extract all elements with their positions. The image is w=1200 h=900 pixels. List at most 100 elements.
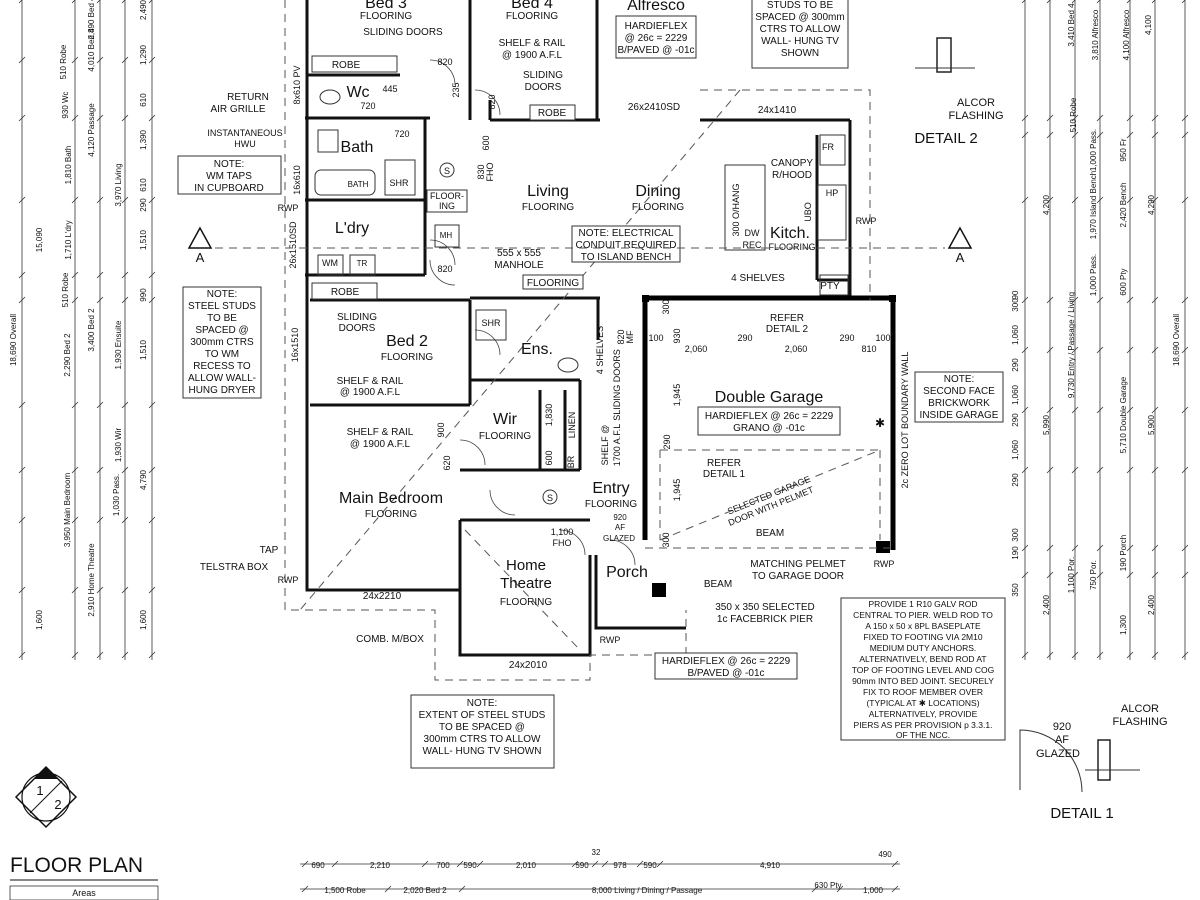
dim-label-left-col: 2,490 (139, 0, 148, 20)
note-line: TO ISLAND BENCH (581, 252, 671, 263)
title-block: 1 2 FLOOR PLAN Areas (9, 765, 159, 900)
dim-label-left: 1,810 Bath (64, 146, 73, 185)
dim-label-left-col: 1,390 (139, 129, 148, 150)
dim-label-left-col: 990 (139, 288, 148, 302)
dim-label-right: 4,200 (1042, 194, 1051, 215)
dim-text: 100 (648, 333, 663, 343)
sliding-doors-label: SLIDING DOORS (363, 27, 443, 38)
fridge-label: FR (822, 142, 834, 152)
note-line: ALTERNATIVELY, PROVIDE (869, 709, 978, 719)
cooktop-icon (817, 184, 847, 241)
note-line: OF THE NCC. (896, 730, 950, 740)
dim-text: 1,830 (544, 404, 554, 427)
dim-label-left: 4,120 Passage (87, 103, 96, 157)
flooring-box-text: ING (439, 201, 455, 211)
boundary-wall-label: 2c ZERO LOT BOUNDARY WALL (900, 352, 910, 489)
note-box-theatre-studs (410, 694, 555, 769)
rwp-label: RWP (600, 635, 621, 645)
detail-text: ALCOR (957, 97, 995, 109)
note-line: PROVIDE 1 R10 GALV ROD (869, 599, 978, 609)
shelf-rail-afl-label: @ 1900 A.F.L (502, 50, 563, 61)
manhole-label: MH (440, 231, 453, 240)
note-pier-provision: PROVIDE 1 R10 GALV ROD CENTRAL TO PIER. … (852, 599, 994, 740)
fixtures (314, 89, 849, 505)
note-box-steel-studs-wm (182, 286, 262, 399)
sliding-label: SLIDING (337, 312, 377, 323)
pantry-label: PTY (820, 281, 840, 292)
dim-text: 620 (442, 455, 452, 470)
room-ensuite: Ens. (521, 341, 553, 358)
flooring-label: FLOORING (500, 597, 552, 608)
window-label: 24x2210 (363, 591, 402, 602)
linen-label: LINEN (567, 412, 577, 439)
dim-label-right: 18,690 Overall (1172, 314, 1181, 366)
fho-label: FHO (485, 163, 495, 182)
detail-1: 920 AF GLAZED ALCOR FLASHING DETAIL 1 (1019, 703, 1168, 822)
dim-label-bottom: 978 (613, 861, 627, 870)
dim-text: 900 (436, 422, 446, 437)
note-line: TOP OF FOOTING LEVEL AND COG (852, 665, 994, 675)
dim-label-bottom: 1,000 (863, 886, 884, 895)
shower-label: SHR (389, 178, 409, 188)
dim-label-right: 2,400 (1147, 594, 1156, 615)
dim-text: 300 (661, 532, 671, 547)
dim-text: 1,945 (672, 384, 682, 407)
window-label: 8x610 PV (292, 65, 302, 104)
shower-label: SHR (481, 318, 501, 328)
canopy-label: CANOPY (771, 158, 814, 169)
dim-label-right-col: 1,060 (1011, 384, 1020, 405)
garage-spec-box (697, 406, 841, 436)
refer-detail-label: REFER (707, 458, 741, 469)
dim-label-bottom: 590 (643, 861, 657, 870)
detail-1-title: DETAIL 1 (1050, 805, 1113, 822)
dim-label-left: 2,890 Bed 4 (87, 0, 96, 40)
dim-label-right: 750 Por. (1089, 560, 1098, 590)
dim-label-left: 18,690 Overall (9, 314, 18, 366)
note-line: STUDS TO BE (767, 0, 834, 11)
note-line: NOTE: (467, 698, 498, 709)
dim-text: 930 (672, 328, 682, 343)
shelf-rail-label: SHELF & RAIL (499, 38, 566, 49)
canopy-label: R/HOOD (772, 170, 812, 181)
fho-label: FHO (553, 538, 572, 548)
dim-text: 820 (437, 57, 452, 67)
marker-number: 1 (36, 783, 43, 798)
dim-label-left: 3,970 Living (114, 163, 123, 206)
dim-label-right: 5,990 (1042, 414, 1051, 435)
spec-text: @ 26c = 2229 (625, 33, 688, 44)
note-theatre-studs: NOTE: EXTENT OF STEEL STUDS TO BE SPACED… (419, 698, 546, 757)
dim-label-left: 4,010 Bed 4 (87, 28, 96, 72)
glazed-door-label: GLAZED (603, 534, 635, 543)
dim-text: 290 (737, 333, 752, 343)
flooring-label: FLOORING (768, 242, 815, 252)
flooring-label: FLOORING (506, 11, 558, 22)
room-bed4: Bed 4 (511, 0, 553, 12)
dim-label-left: 510 Robe (59, 44, 68, 79)
rwp-label: RWP (278, 575, 299, 585)
detail-text: FLASHING (948, 110, 1003, 122)
spec-text: B/PAVED @ -01c (617, 45, 694, 56)
dim-label-right-col: 1,060 (1011, 324, 1020, 345)
note-line: NOTE: (207, 289, 238, 300)
note-line: ALTERNATIVELY, BEND ROD AT (859, 654, 986, 664)
dim-label-right: 950 Fr (1119, 138, 1128, 161)
dim-label-left: 930 Wc (61, 91, 70, 118)
shelf-label: 1700 A.F.L (612, 424, 622, 467)
dim-label-left-col: 1,510 (139, 339, 148, 360)
pier-label: 350 x 350 SELECTED (715, 602, 815, 613)
detail-text: ALCOR (1121, 703, 1159, 715)
note-line: 300mm CTRS TO ALLOW (424, 734, 541, 745)
recycling-label: REC (742, 240, 762, 250)
note-line: CTRS TO ALLOW (760, 24, 841, 35)
detail-text: AF (1055, 734, 1069, 746)
hwu-label: INSTANTANEOUS (207, 128, 282, 138)
note-line: RECESS TO (193, 361, 251, 372)
dim-label-bottom: 1,500 Robe (324, 886, 366, 895)
dim-label-right-col: 1,060 (1011, 439, 1020, 460)
sliding-doors-label: SLIDING DOORS (612, 349, 622, 421)
note-line: NOTE: ELECTRICAL (578, 228, 673, 239)
note-line: SHOWN (781, 48, 819, 59)
section-a-label: A (956, 250, 965, 265)
window-label: 24x1410 (758, 105, 797, 116)
note-line: SPACED @ 300mm (755, 12, 844, 23)
